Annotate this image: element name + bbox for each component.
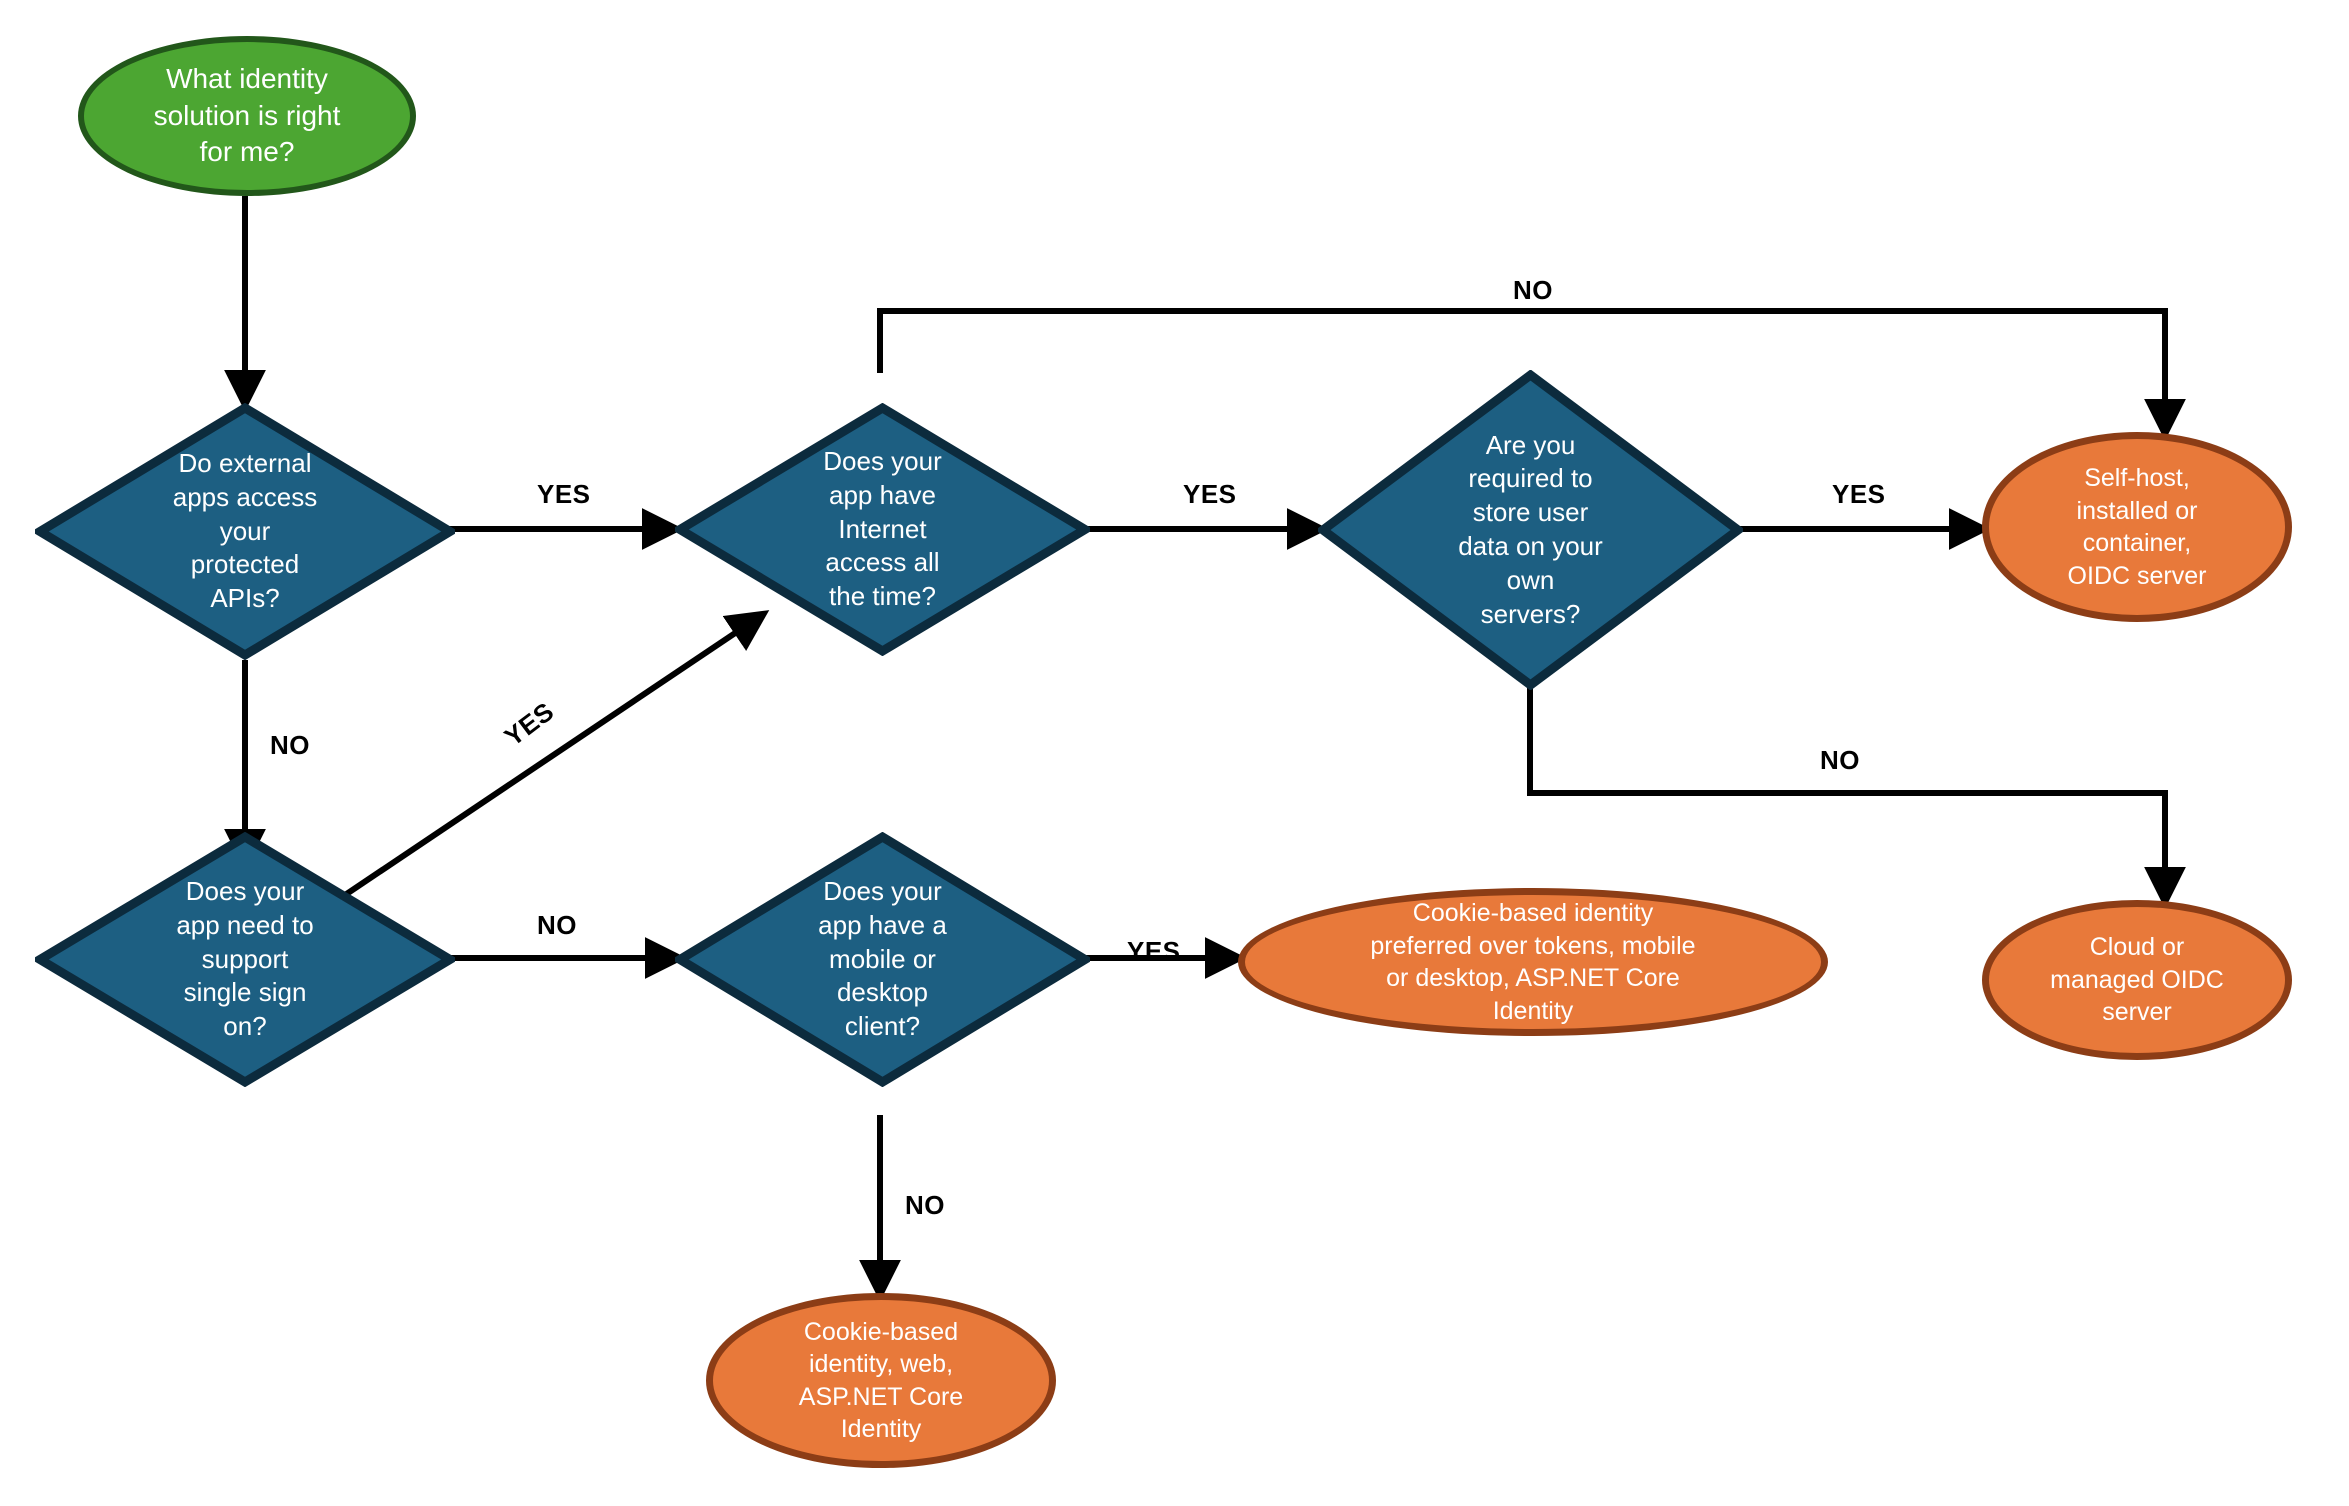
node-decision-single-sign-on-label: Does your app need to support single sig… <box>176 876 314 1042</box>
diamond-shape <box>675 832 1090 1087</box>
edge-label-store-user-data-yes: YES <box>1832 479 1886 509</box>
node-terminal-cloud-oidc-label: Cloud or managed OIDC server <box>2050 933 2224 1027</box>
diamond-shape <box>35 832 455 1087</box>
node-terminal-cookie-web-label: Cookie-based identity, web, ASP.NET Core… <box>798 1317 964 1444</box>
edge-internet-no-to-selfhost <box>877 308 2186 441</box>
edge-label-internet-access-no: NO <box>1513 275 1553 305</box>
node-terminal-cookie-mobile-desktop-label: Cookie-based identity preferred over tok… <box>1370 899 1696 1025</box>
node-decision-store-user-data[interactable]: Are you required to store user data on y… <box>1318 370 1743 690</box>
node-terminal-self-host-oidc-label: Self-host, installed or container, OIDC … <box>2067 464 2207 590</box>
diamond-shape <box>1318 370 1743 690</box>
edge-sso-yes-to-internet <box>343 610 770 898</box>
node-decision-internet-access-label: Does your app have Internet access all t… <box>823 446 942 612</box>
node-terminal-cloud-oidc[interactable]: Cloud or managed OIDC server <box>1982 900 2292 1060</box>
diamond-shape <box>675 403 1090 656</box>
edge-label-external-apis-yes: YES <box>537 479 591 509</box>
diamond-shape <box>35 403 455 660</box>
node-start-label: What identity solution is right for me? <box>153 63 341 168</box>
node-decision-mobile-desktop[interactable]: Does your app have a mobile or desktop c… <box>675 832 1090 1087</box>
node-terminal-self-host-oidc[interactable]: Self-host, installed or container, OIDC … <box>1982 432 2292 622</box>
edge-label-single-sign-on-no: NO <box>537 910 577 940</box>
node-terminal-cookie-mobile-desktop[interactable]: Cookie-based identity preferred over tok… <box>1238 888 1828 1036</box>
edge-label-store-user-data-no: NO <box>1820 745 1860 775</box>
node-decision-external-apis-label: Do external apps access your protected A… <box>172 448 318 614</box>
node-start-what-identity-solution[interactable]: What identity solution is right for me? <box>78 36 416 196</box>
node-terminal-cookie-web[interactable]: Cookie-based identity, web, ASP.NET Core… <box>706 1293 1056 1468</box>
node-decision-store-user-data-label: Are you required to store user data on y… <box>1458 429 1603 629</box>
edge-label-external-apis-no: NO <box>270 730 310 760</box>
node-decision-single-sign-on[interactable]: Does your app need to support single sig… <box>35 832 455 1087</box>
node-decision-external-apis[interactable]: Do external apps access your protected A… <box>35 403 455 660</box>
node-decision-mobile-desktop-label: Does your app have a mobile or desktop c… <box>818 876 947 1042</box>
edge-storedata-no-to-cloud <box>1527 686 2186 909</box>
edge-label-mobile-desktop-no: NO <box>905 1190 945 1220</box>
edge-label-internet-access-yes: YES <box>1183 479 1237 509</box>
edge-label-mobile-desktop-yes: YES <box>1127 936 1181 966</box>
node-decision-internet-access[interactable]: Does your app have Internet access all t… <box>675 403 1090 656</box>
